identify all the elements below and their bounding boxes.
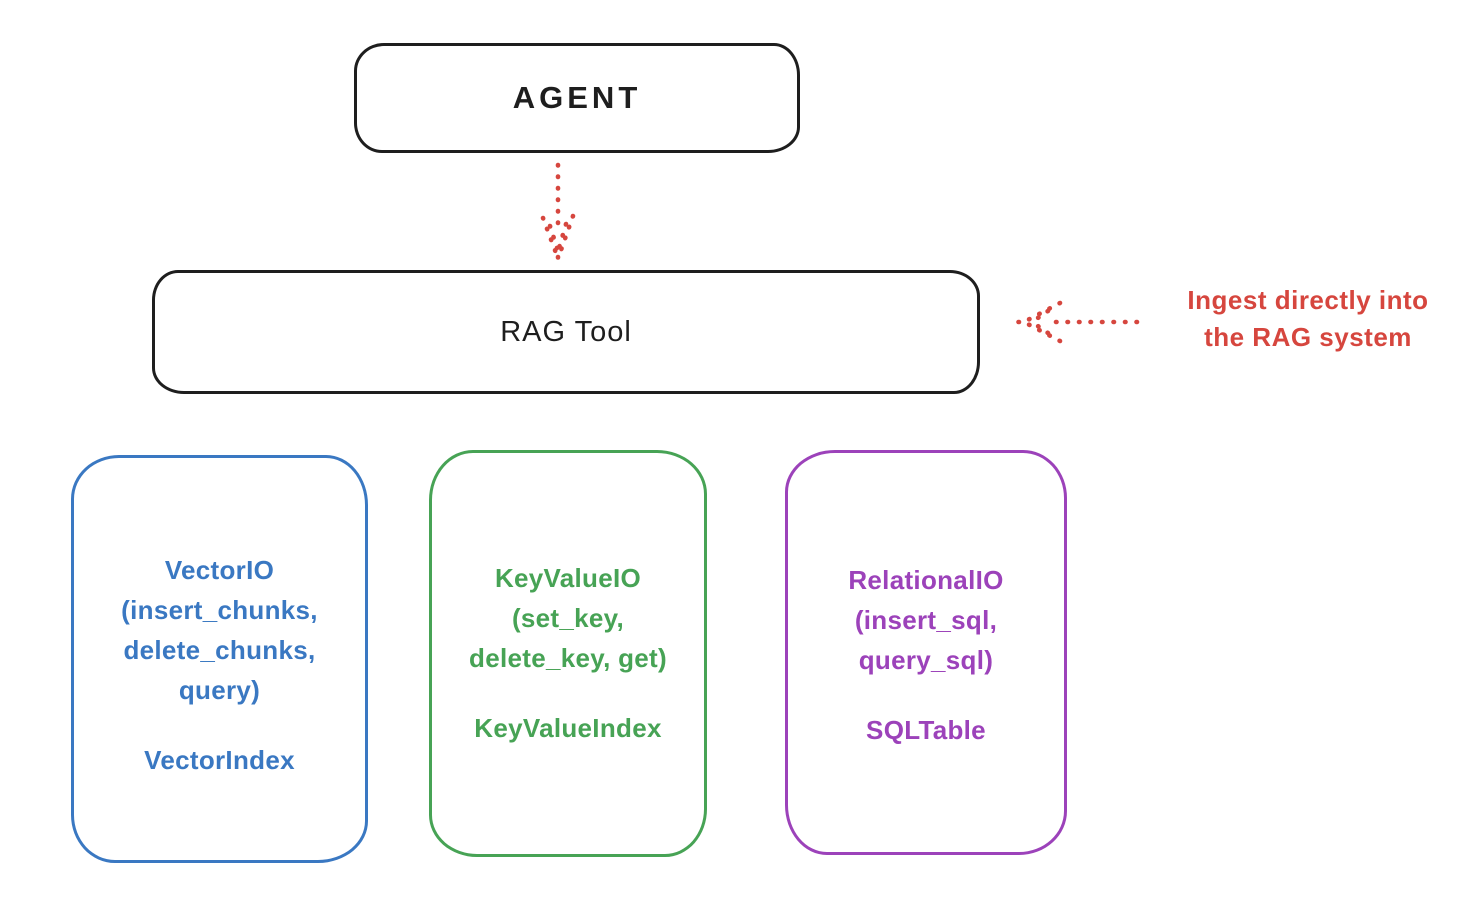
card-vector-io: VectorIO (insert_chunks, delete_chunks, … bbox=[71, 455, 368, 863]
agent-label: AGENT bbox=[512, 80, 642, 115]
ingest-annotation: Ingest directly into the RAG system bbox=[1187, 285, 1429, 352]
rag-tool-label: RAG Tool bbox=[500, 315, 632, 348]
agent-box: AGENT bbox=[354, 43, 800, 153]
card-keyvalue-io: KeyValueIO (set_key, delete_key, get) Ke… bbox=[429, 450, 707, 857]
keyvalue-io-interface-label: KeyValueIO (set_key, delete_key, get) bbox=[469, 563, 667, 673]
rag-tool-box: RAG Tool bbox=[152, 270, 980, 394]
ingest-left-arrow-icon bbox=[1016, 300, 1140, 344]
vector-io-interface-label: VectorIO (insert_chunks, delete_chunks, … bbox=[121, 555, 318, 705]
relational-io-interface-label: RelationalIO (insert_sql, query_sql) bbox=[848, 565, 1004, 675]
card-relational-io: RelationalIO (insert_sql, query_sql) SQL… bbox=[785, 450, 1067, 855]
relational-io-index-label: SQLTable bbox=[866, 715, 986, 745]
keyvalue-io-index-label: KeyValueIndex bbox=[474, 713, 662, 743]
vector-io-index-label: VectorIndex bbox=[144, 745, 295, 775]
agent-to-ragtool-down-arrow-icon bbox=[540, 162, 576, 261]
